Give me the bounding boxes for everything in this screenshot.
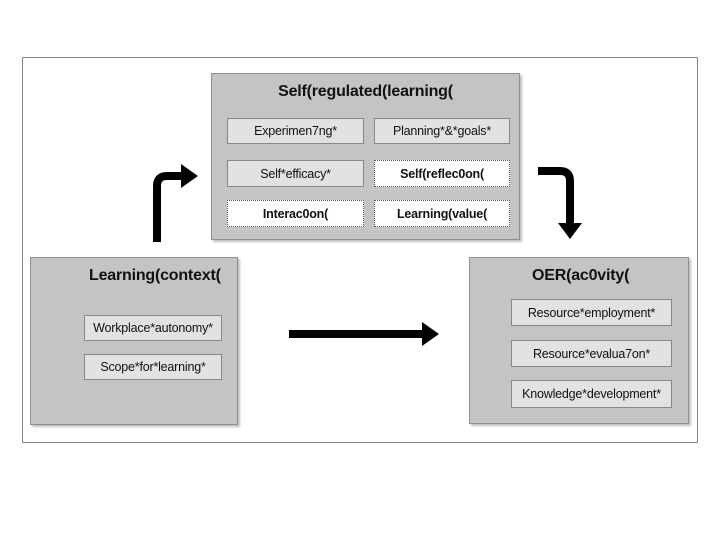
arrow-srl-to-oer	[538, 167, 582, 239]
srl-item-planning-goals: Planning*&*goals*	[374, 118, 510, 144]
srl-item-learning-value: Learning(value(	[374, 200, 510, 227]
oer-item-knowledge-development: Knowledge*development*	[511, 380, 672, 408]
oer-activity-panel: OER(ac0vity( Resource*employment* Resour…	[469, 257, 689, 424]
oer-activity-title: OER(ac0vity(	[532, 267, 630, 284]
oer-item-resource-evaluation: Resource*evalua7on*	[511, 340, 672, 367]
learning-context-panel: Learning(context( Workplace*autonomy* Sc…	[30, 257, 238, 425]
arrow-context-to-srl	[153, 164, 198, 242]
self-regulated-learning-panel: Self(regulated(learning( Experimen7ng* P…	[211, 73, 520, 240]
lc-item-workplace-autonomy: Workplace*autonomy*	[84, 315, 222, 341]
srl-item-experimenting: Experimen7ng*	[227, 118, 364, 144]
srl-item-self-reflection: Self(reflec0on(	[374, 160, 510, 187]
self-regulated-learning-title: Self(regulated(learning(	[278, 83, 453, 100]
learning-context-title: Learning(context(	[89, 267, 221, 284]
lc-item-scope-for-learning: Scope*for*learning*	[84, 354, 222, 380]
oer-item-resource-employment: Resource*employment*	[511, 299, 672, 326]
arrow-context-to-oer	[289, 322, 439, 346]
srl-item-self-efficacy: Self*efficacy*	[227, 160, 364, 187]
srl-item-interaction: Interac0on(	[227, 200, 364, 227]
